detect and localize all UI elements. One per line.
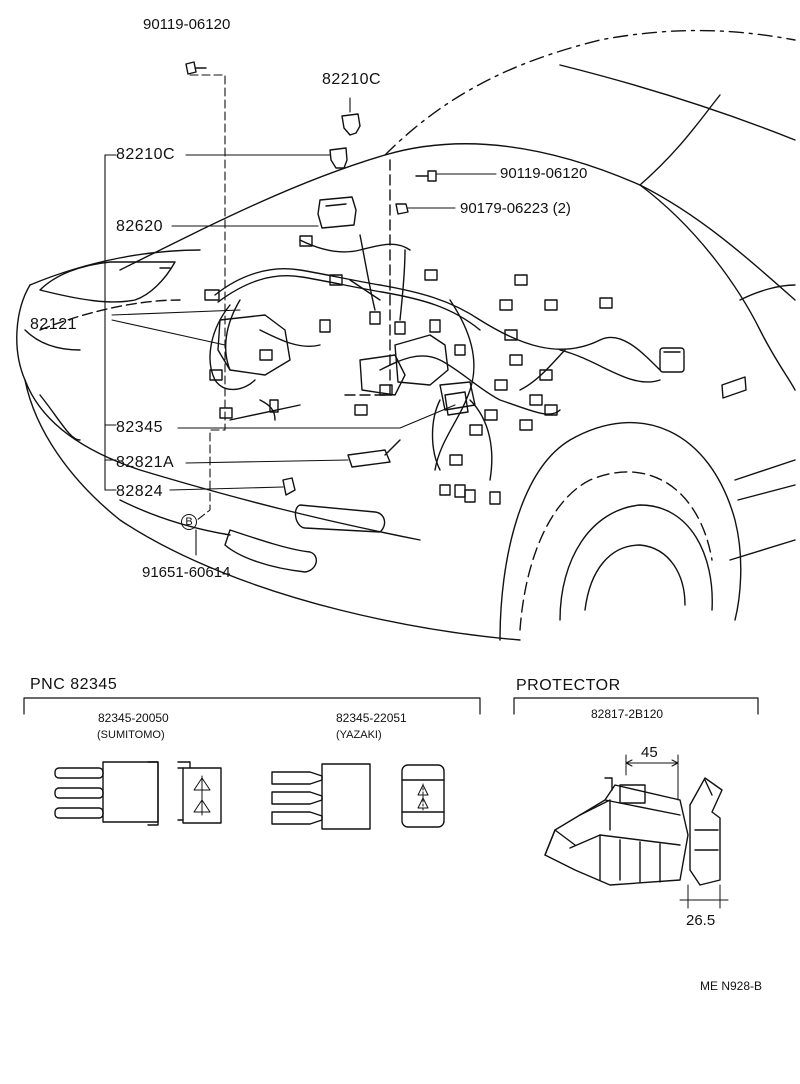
variant2-maker: (YAZAKI)	[336, 729, 382, 741]
protector-section-title: PROTECTOR	[516, 677, 621, 694]
variant1-maker: (SUMITOMO)	[97, 729, 165, 741]
protector-part-number: 82817-2B120	[591, 707, 664, 721]
callout-bracket: 82821A	[116, 454, 175, 471]
ref-mark-b: B	[181, 514, 197, 530]
callout-nut-right: 90179-06223 (2)	[460, 200, 571, 217]
variant2-part-number: 82345-22051	[336, 711, 407, 725]
relay-yazaki-drawing	[271, 763, 445, 830]
leader-lines	[104, 74, 497, 556]
section-brackets	[23, 697, 759, 715]
callout-relay: 82345	[116, 419, 163, 436]
callout-clip-top: 82210C	[322, 71, 382, 88]
small-parts	[185, 61, 469, 496]
wire-harness-drawing	[204, 170, 685, 505]
callout-clamp: 82824	[116, 483, 163, 500]
callout-relay-block: 82620	[116, 218, 163, 235]
variant1-part-number: 82345-20050	[98, 711, 169, 725]
pnc-section-title: PNC 82345	[30, 676, 118, 693]
callout-clip-left: 82210C	[116, 146, 176, 163]
protector-drawing	[544, 754, 729, 909]
callout-harness: 82121	[30, 316, 77, 333]
dimension-width: 45	[641, 744, 658, 761]
dimension-depth: 26.5	[686, 912, 716, 929]
relay-sumitomo-drawing	[54, 761, 222, 826]
car-body-outline	[16, 29, 796, 641]
callout-bolt-top: 90119-06120	[143, 16, 231, 33]
drawing-code: ME N928-B	[700, 979, 763, 993]
callout-grommet: 91651-60614	[142, 564, 231, 581]
callout-bolt-right: 90119-06120	[500, 165, 588, 182]
